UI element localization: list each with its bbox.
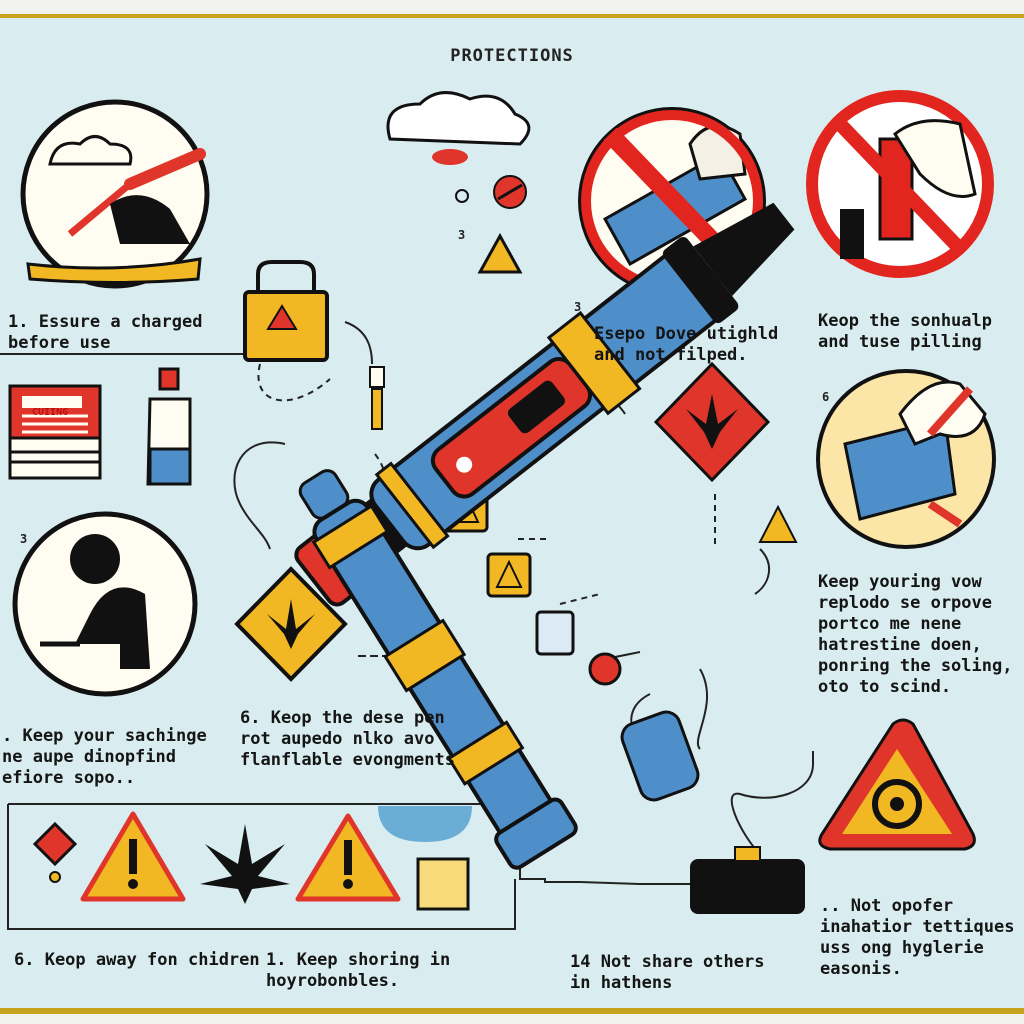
- cannabis-red-diamond-sign: [653, 361, 771, 483]
- container-box-icon: [416, 857, 470, 911]
- red-label-card: [8, 384, 102, 480]
- liquid-bottle-icon: [146, 367, 192, 486]
- caption-not-share: 14 Not share others in hathens: [570, 952, 765, 993]
- caption-storing: 1. Keep shoring in hoyrobonbles.: [266, 950, 451, 991]
- circle-charging-scene: [20, 99, 210, 289]
- cartridge-icon: [620, 710, 700, 802]
- warning-triangle-left: [80, 811, 186, 902]
- warning-triangle-right: [295, 813, 401, 902]
- caption-hygiene: .. Not opofer inahatior tettiques uss on…: [820, 896, 1015, 979]
- step-marker: 3: [458, 228, 466, 242]
- prohibit-sign-tasting: [806, 90, 994, 278]
- circle-dispensing-scene: [816, 369, 996, 549]
- infographic-sheet: PROTECTIONS CUIING 3 3 3 6 1. Essure a c…: [0, 14, 1024, 1014]
- caption-charge: 1. Essure a charged before use: [8, 312, 203, 353]
- cloud-icon: [386, 91, 531, 146]
- cannabis-diamond-sign: [234, 566, 348, 682]
- warning-padlock-icon: [243, 260, 329, 362]
- step-marker: 3: [574, 300, 582, 314]
- circle-person-scene: [12, 511, 198, 697]
- charger-base-icon: [690, 859, 805, 914]
- caption-discharge: . Keep your sachinge ne aupe dinopfind e…: [2, 726, 207, 788]
- page-title: PROTECTIONS: [450, 46, 574, 66]
- caption-keep-away-heat: Keep youring vow replodo se orpove portc…: [818, 572, 1013, 697]
- vape-pen-secondary: [298, 469, 578, 870]
- step-marker: 3: [20, 532, 28, 546]
- caption-upright: Esepo Dove utighld and not filped.: [594, 324, 779, 365]
- cannabis-leaf-icon: [200, 824, 290, 904]
- illustration-canvas: [0, 90, 996, 930]
- vape-pen-main: [294, 202, 795, 607]
- caption-children: 6. Keop away fon chidren: [14, 950, 260, 970]
- red-card-label: CUIING: [32, 407, 69, 418]
- caption-tasting: Keop the sonhualp and tuse pilling: [818, 311, 992, 352]
- warning-icon: [477, 232, 523, 274]
- biohazard-triangle-sign: [818, 718, 976, 851]
- caption-flammable: 6. Keop the dese pen rot aupedo nlko avo…: [240, 708, 455, 770]
- step-marker: 6: [822, 390, 830, 404]
